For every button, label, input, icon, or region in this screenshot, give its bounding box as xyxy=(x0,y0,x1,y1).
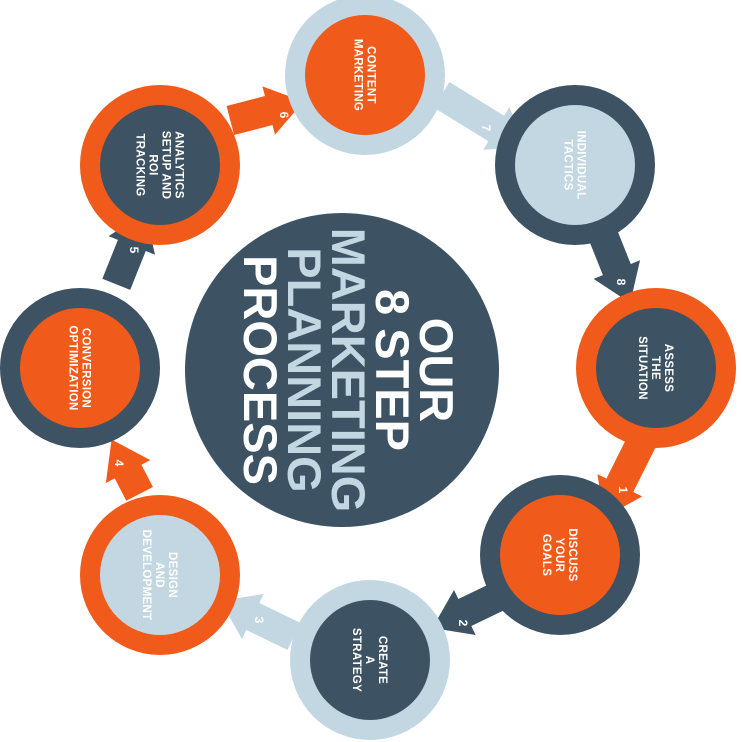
step-label-line: CONVERSION xyxy=(80,328,92,408)
arrow-shape xyxy=(226,86,304,136)
center-hub: OUR 8 STEP MARKETING PLANNING PROCESS xyxy=(185,213,499,527)
step-label-line: ASSESS xyxy=(662,344,674,392)
step-label-line: ROI xyxy=(147,154,159,175)
center-title-line-5: PROCESS xyxy=(234,255,287,485)
step-label-line: SITUATION xyxy=(636,336,648,400)
step-label-line: GOALS xyxy=(540,534,552,576)
step-fill xyxy=(515,105,635,225)
step-fill xyxy=(500,495,620,615)
center-title-line-1: OUR xyxy=(410,318,463,422)
step-label-line: OPTIMIZATION xyxy=(67,325,79,410)
step-number-8: 8 xyxy=(614,279,628,286)
step-number-3: 3 xyxy=(252,617,266,624)
arrow-shape xyxy=(220,594,301,650)
step-fill xyxy=(100,515,220,635)
arrow-shape xyxy=(105,439,153,501)
step-number-1: 1 xyxy=(616,487,630,494)
step-label-line: TRACKING xyxy=(134,133,146,196)
step-label-line: DISCUSS xyxy=(566,528,578,581)
arrow-to-step-8 xyxy=(587,225,641,303)
step-label-line: CREATE xyxy=(376,636,388,684)
step-number-7: 7 xyxy=(479,125,493,132)
step-label-line: CONTENT xyxy=(365,46,377,104)
step-label-line: ANALYTICS xyxy=(173,131,185,198)
step-label-line: YOUR xyxy=(553,538,565,573)
step-fill xyxy=(596,308,716,428)
step-fill xyxy=(310,600,430,720)
center-title: OUR 8 STEP MARKETING PLANNING PROCESS xyxy=(234,228,463,513)
step-fill xyxy=(100,105,220,225)
step-label-line: SETUP AND xyxy=(160,131,172,200)
step-fill xyxy=(20,308,140,428)
center-circle xyxy=(185,213,499,527)
step-fill xyxy=(305,15,425,135)
step-label-line: AND xyxy=(153,562,165,588)
arrow-to-step-3 xyxy=(220,594,301,650)
step-number-2: 2 xyxy=(456,620,470,627)
step-label-line: MARKETING xyxy=(352,39,364,111)
step-label-line: TACTICS xyxy=(562,139,574,190)
step-number-4: 4 xyxy=(112,460,126,467)
step-label-line: INDIVIDUAL xyxy=(575,131,587,200)
step-label-line: A xyxy=(363,656,375,665)
arrow-shape xyxy=(587,225,641,303)
center-title-line-3: MARKETING xyxy=(322,228,375,513)
step-label-line: THE xyxy=(649,356,661,380)
center-title-line-4: PLANNING xyxy=(278,247,331,492)
step-label-line: DEVELOPMENT xyxy=(140,530,152,621)
arrow-to-step-6 xyxy=(226,86,304,136)
step-number-5: 5 xyxy=(127,247,141,254)
step-label-line: DESIGN xyxy=(166,552,178,598)
center-title-line-2: 8 STEP xyxy=(366,289,419,451)
step-number-6: 6 xyxy=(277,112,291,119)
step-label-line: STRATEGY xyxy=(350,628,362,692)
arrow-to-step-4 xyxy=(105,439,153,501)
